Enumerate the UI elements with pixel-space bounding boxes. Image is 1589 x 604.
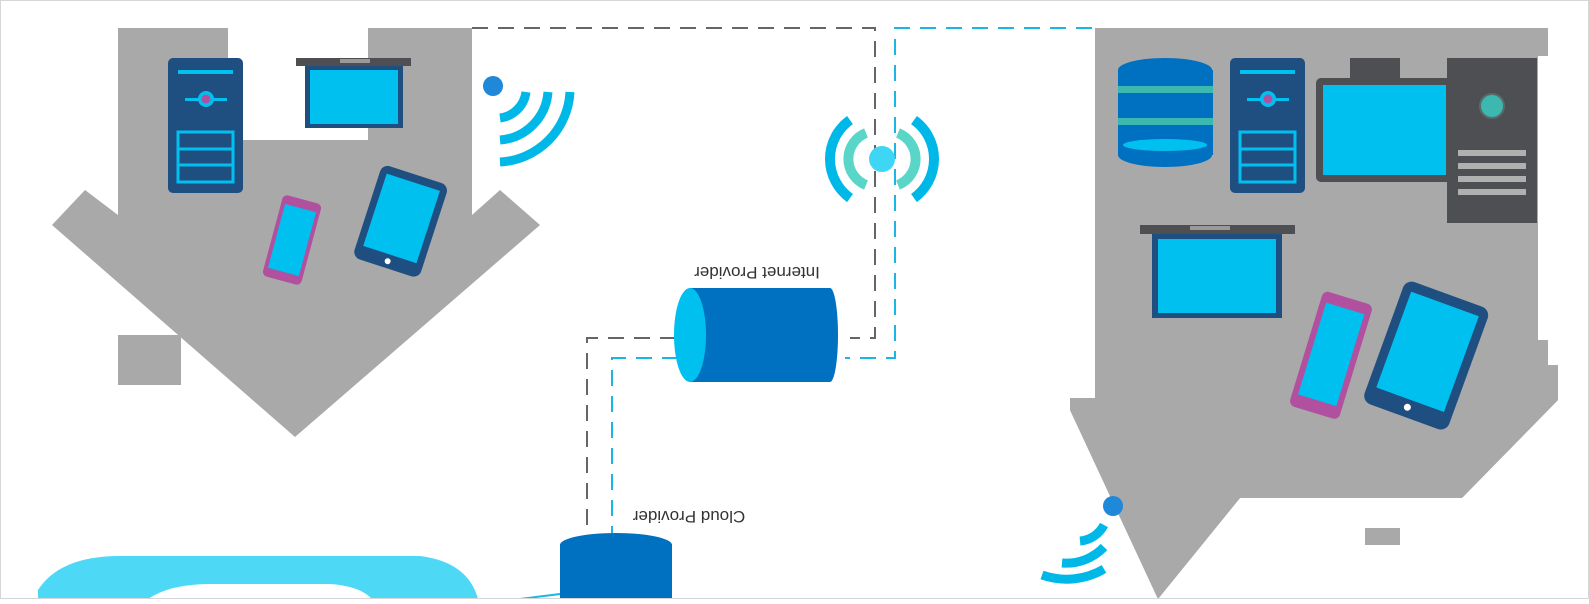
internet-provider-cylinder-icon bbox=[674, 288, 838, 382]
wifi-signal-icon bbox=[1040, 496, 1123, 584]
monitor-icon bbox=[1316, 58, 1453, 182]
desktop-tower-icon bbox=[168, 58, 243, 193]
tablet-icon bbox=[354, 165, 447, 277]
dark-link-line bbox=[586, 337, 676, 540]
internet-provider-label: Internet Provider bbox=[694, 263, 820, 282]
wifi-signal-icon bbox=[483, 76, 575, 167]
laptop-icon bbox=[1140, 225, 1295, 318]
blue-link-line bbox=[611, 357, 678, 540]
smartphone-icon bbox=[262, 195, 322, 285]
wireless-access-point-icon bbox=[824, 115, 940, 203]
connection-lines bbox=[472, 27, 1092, 540]
cloud-icon bbox=[38, 556, 478, 599]
desktop-tower-icon bbox=[1230, 58, 1305, 193]
cloud-provider-label: Cloud Provider bbox=[632, 507, 745, 526]
tablet-icon bbox=[1364, 281, 1489, 430]
database-icon bbox=[1118, 58, 1213, 167]
smartphone-icon bbox=[1290, 291, 1372, 419]
server-rack-icon bbox=[1447, 58, 1537, 223]
blue-link-line bbox=[845, 27, 1092, 359]
laptop-icon bbox=[296, 58, 411, 128]
chimney bbox=[118, 335, 181, 385]
cloud-provider-cylinder-icon bbox=[519, 533, 672, 604]
dark-link-line bbox=[472, 27, 876, 339]
